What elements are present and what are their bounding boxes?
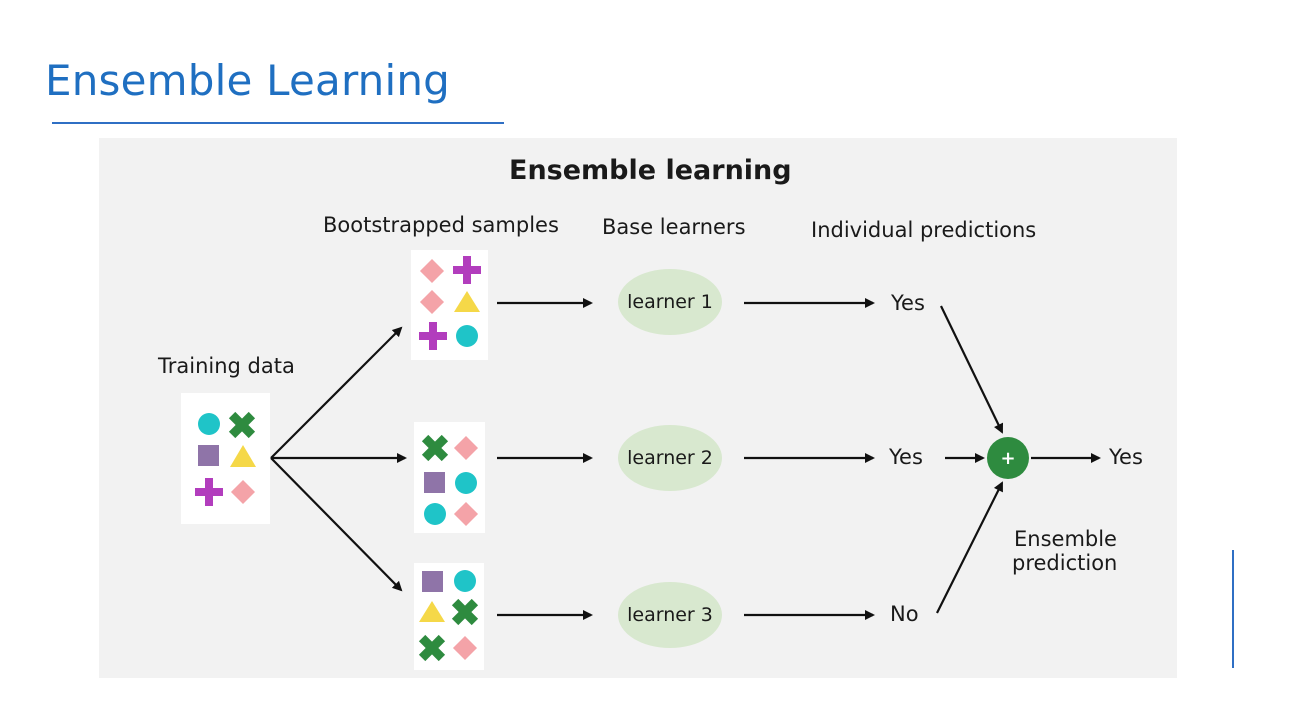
title-underline [52, 122, 504, 124]
header-bootstrapped-samples: Bootstrapped samples [323, 213, 559, 237]
x-icon [418, 634, 446, 662]
square-icon [198, 445, 219, 466]
diamond-icon [230, 479, 256, 505]
ensemble-label-line1: Ensemble [1014, 527, 1117, 551]
training-data-card [181, 393, 270, 524]
side-rule [1232, 550, 1234, 668]
ensemble-label-line2: prediction [1012, 551, 1118, 575]
triangle-icon [454, 291, 480, 312]
arrow-pred3-to-combiner [936, 481, 1003, 614]
diamond-icon [419, 258, 445, 284]
circle-icon [198, 413, 220, 435]
plus-icon [195, 478, 223, 506]
diagram-panel: Ensemble learning Bootstrapped samples B… [99, 138, 1177, 678]
circle-icon [424, 503, 446, 525]
x-icon [421, 434, 449, 462]
circle-icon [456, 325, 478, 347]
prediction-2: Yes [889, 445, 923, 469]
learner-2: learner 2 [618, 425, 722, 491]
plus-icon [453, 256, 481, 284]
prediction-1: Yes [891, 291, 925, 315]
learner-3: learner 3 [618, 582, 722, 648]
arrow-pred1-to-combiner [940, 305, 1004, 434]
diagram-title: Ensemble learning [509, 155, 792, 186]
x-icon [228, 411, 256, 439]
final-prediction: Yes [1109, 445, 1143, 469]
header-base-learners: Base learners [602, 215, 746, 239]
circle-icon [455, 472, 477, 494]
triangle-icon [230, 445, 256, 467]
square-icon [424, 472, 445, 493]
ensemble-combiner: + [987, 437, 1029, 479]
prediction-3: No [890, 602, 919, 626]
plus-icon [419, 322, 447, 350]
x-icon [451, 598, 479, 626]
sample-shapes [195, 256, 481, 662]
header-training-data: Training data [158, 354, 295, 378]
triangle-icon [419, 601, 445, 622]
flow-arrows [270, 298, 1101, 620]
diamond-icon [453, 435, 479, 461]
learner-1: learner 1 [618, 269, 722, 335]
header-individual-predictions: Individual predictions [811, 218, 1037, 242]
square-icon [422, 571, 443, 592]
diamond-icon [419, 289, 445, 315]
slide-title: Ensemble Learning [45, 56, 451, 105]
circle-icon [454, 570, 476, 592]
arrow-train-to-sample3 [270, 457, 403, 592]
arrow-train-to-sample1 [270, 326, 403, 459]
